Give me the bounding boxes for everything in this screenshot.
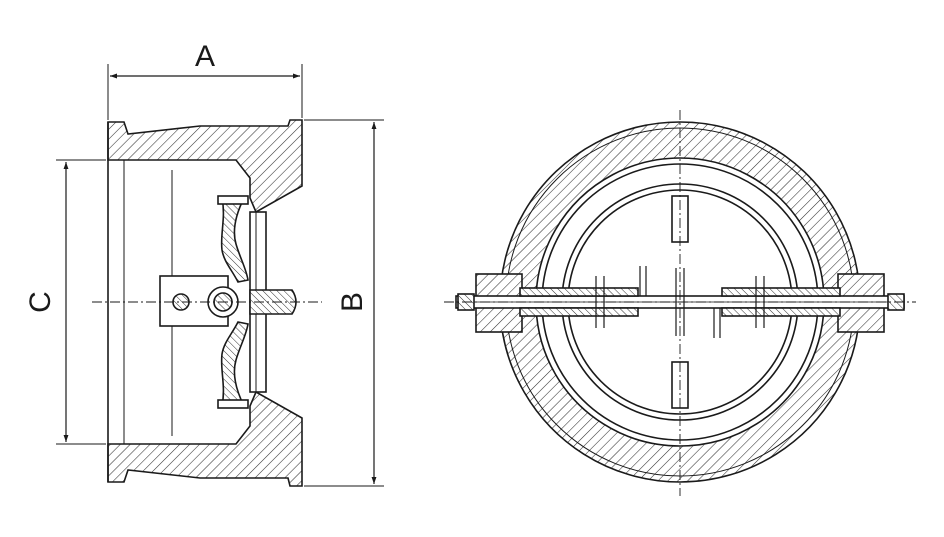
side-section-view — [56, 64, 384, 487]
disc-plate-upper — [220, 197, 249, 283]
front-section-view — [444, 110, 916, 496]
body-ring — [499, 121, 861, 483]
disc-strip-top-right — [721, 287, 841, 297]
dim-a-label: A — [195, 40, 215, 73]
dim-b-label: B — [336, 292, 369, 312]
disc-strip-bottom-right — [721, 307, 841, 317]
body-bottom-section — [107, 390, 303, 487]
dim-c-label: C — [24, 291, 57, 313]
disc-strip-bottom-left — [519, 307, 639, 317]
disc-strip-top-left — [519, 287, 639, 297]
body-top-section — [107, 119, 303, 214]
disc-plate-lower — [220, 321, 249, 407]
